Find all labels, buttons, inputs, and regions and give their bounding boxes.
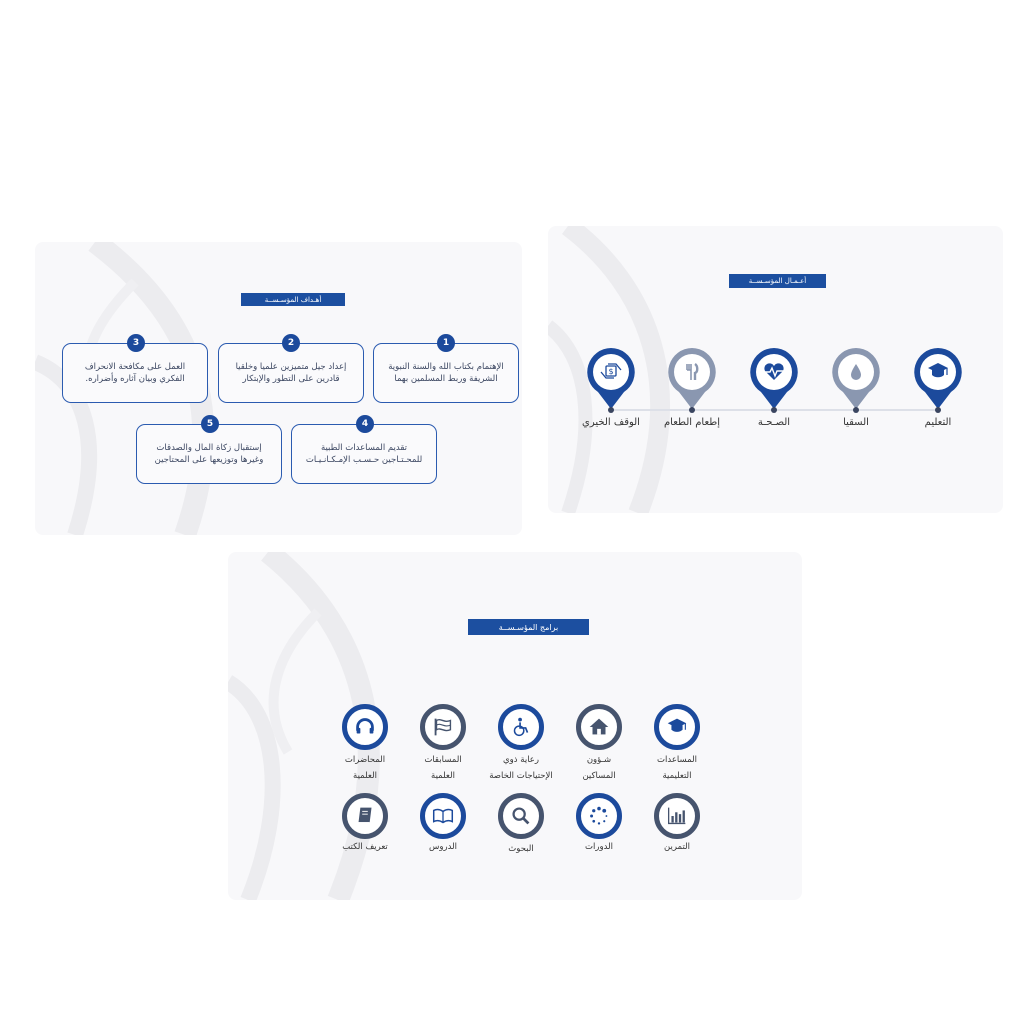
program-label: شـؤون المساكين bbox=[549, 752, 649, 784]
goal-number-badge: 3 bbox=[127, 334, 145, 352]
graduation-cap-icon bbox=[928, 363, 948, 378]
goal-card-3: العمل على مكافحة الانحراف الفكري وبيان آ… bbox=[62, 343, 208, 403]
work-pin bbox=[913, 347, 963, 409]
goal-text: العمل على مكافحة الانحراف الفكري وبيان آ… bbox=[84, 362, 186, 384]
work-label: إطعام الطعام bbox=[663, 417, 721, 428]
program-label-line2: العلمية bbox=[353, 771, 377, 781]
program-icon-circle[interactable] bbox=[576, 793, 622, 839]
goals-slide: أهـداف المؤسـســة الإهتمام بكتاب الله وا… bbox=[35, 242, 522, 535]
timeline-dot bbox=[935, 407, 941, 413]
goal-text: الإهتمام بكتاب الله والسنة النبوية الشري… bbox=[388, 362, 504, 384]
loading-dots-icon bbox=[590, 806, 608, 825]
goal-number-badge: 4 bbox=[356, 415, 374, 433]
work-pin: $ bbox=[586, 347, 636, 409]
work-pin bbox=[831, 347, 881, 409]
goal-text: إعداد جيل متميزين علميا وخلقيا قادرين عل… bbox=[235, 362, 347, 384]
work-label: الصـحـة bbox=[757, 417, 791, 428]
program-label-line2: المساكين bbox=[582, 771, 616, 781]
timeline-dot bbox=[608, 407, 614, 413]
program-label-line1: رعاية ذوي bbox=[503, 755, 539, 765]
goal-text: تقديم المساعدات الطبية للمحـتـاجين حـسـب… bbox=[305, 443, 423, 465]
goal-number-badge: 2 bbox=[282, 334, 300, 352]
program-icon-circle[interactable] bbox=[342, 793, 388, 839]
map-pin-shape bbox=[668, 348, 716, 409]
programs-title: برامج المؤسـســة bbox=[468, 619, 589, 635]
goal-card-5: إستقبال زكاة المال والصدقات وغيرها وتوزي… bbox=[136, 424, 282, 484]
program-label-line2: التعليمية bbox=[662, 771, 692, 781]
program-icon-circle[interactable] bbox=[576, 704, 622, 750]
goal-number-badge: 1 bbox=[437, 334, 455, 352]
program-icon-circle[interactable] bbox=[498, 793, 544, 839]
program-label-line2: الإحتياجات الخاصة bbox=[489, 771, 553, 781]
timeline-dot bbox=[853, 407, 859, 413]
flag-icon bbox=[434, 718, 452, 736]
program-label: المسابقات العلمية bbox=[393, 752, 493, 784]
program-label: الدورات bbox=[585, 842, 613, 852]
program-label: الدروس bbox=[429, 842, 457, 852]
open-book-icon bbox=[432, 808, 454, 824]
program-label-line1: شـؤون bbox=[586, 755, 612, 765]
program-label: رعاية ذوي الإحتياجات الخاصة bbox=[471, 752, 571, 784]
program-icon-circle[interactable] bbox=[654, 704, 700, 750]
work-pin bbox=[667, 347, 717, 409]
program-icon-circle[interactable] bbox=[654, 793, 700, 839]
goal-card-1: الإهتمام بكتاب الله والسنة النبوية الشري… bbox=[373, 343, 519, 403]
money-hands-icon: $ bbox=[600, 363, 622, 379]
program-label: تعريف الكتب bbox=[342, 842, 388, 852]
work-label: السقيا bbox=[843, 417, 869, 428]
svg-text:$: $ bbox=[608, 367, 613, 376]
program-label: المحاضرات العلمية bbox=[315, 752, 415, 784]
bar-chart-icon bbox=[667, 807, 686, 825]
work-label: التعليم bbox=[924, 417, 952, 428]
works-slide: أعـمـال المؤسـســة التعليم السقيا الصـحـ… bbox=[548, 226, 1003, 513]
graduation-cap-icon bbox=[667, 718, 687, 732]
heart-pulse-icon bbox=[764, 363, 784, 380]
program-label-line1: المحاضرات bbox=[344, 755, 386, 765]
goal-text: إستقبال زكاة المال والصدقات وغيرها وتوزي… bbox=[154, 443, 264, 465]
timeline-dot bbox=[771, 407, 777, 413]
goals-title: أهـداف المؤسـســة bbox=[241, 293, 345, 306]
goal-card-2: إعداد جيل متميزين علميا وخلقيا قادرين عل… bbox=[218, 343, 364, 403]
program-label-line1: المساعدات bbox=[657, 755, 697, 765]
program-icon-circle[interactable] bbox=[420, 704, 466, 750]
program-icon-circle[interactable] bbox=[498, 704, 544, 750]
program-label-line2: العلمية bbox=[431, 771, 455, 781]
work-label: الوقف الخيري bbox=[582, 417, 640, 428]
program-label-line1: المسابقات bbox=[424, 755, 462, 765]
book-icon bbox=[358, 807, 372, 823]
program-icon-circle[interactable] bbox=[342, 704, 388, 750]
goal-card-4: تقديم المساعدات الطبية للمحـتـاجين حـسـب… bbox=[291, 424, 437, 484]
works-title: أعـمـال المؤسـســة bbox=[729, 274, 826, 288]
program-label: البحوث bbox=[508, 844, 534, 854]
programs-slide: برامج المؤسـســة المساعدات التعليمية شـؤون… bbox=[228, 552, 802, 900]
house-icon bbox=[589, 718, 609, 735]
wheelchair-icon bbox=[513, 717, 529, 737]
search-icon bbox=[512, 807, 530, 825]
goal-number-badge: 5 bbox=[201, 415, 219, 433]
program-label: التمرين bbox=[664, 842, 690, 852]
headphones-icon bbox=[356, 718, 374, 734]
fork-knife-icon bbox=[686, 363, 699, 380]
program-label: المساعدات التعليمية bbox=[627, 752, 727, 784]
program-icon-circle[interactable] bbox=[420, 793, 466, 839]
water-drop-icon bbox=[851, 364, 861, 380]
work-pin bbox=[749, 347, 799, 409]
timeline-dot bbox=[689, 407, 695, 413]
